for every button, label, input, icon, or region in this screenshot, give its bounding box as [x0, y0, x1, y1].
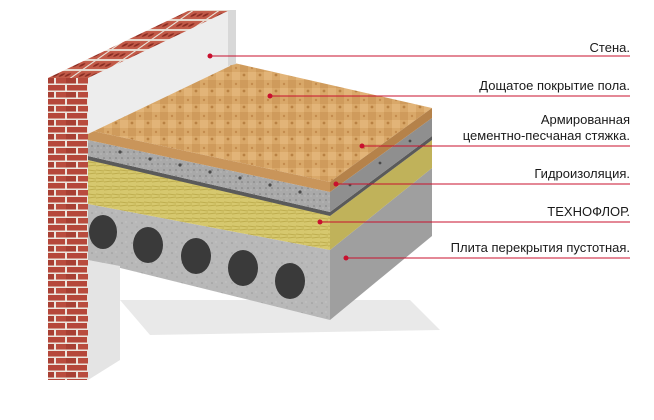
label-waterproofing: Гидроизоляция.: [534, 166, 630, 181]
label-screed-line1: Армированная: [540, 112, 630, 127]
brick-wall-top: [48, 10, 230, 78]
slab-shadow: [120, 300, 440, 335]
label-wall: Стена.: [589, 40, 630, 55]
label-screed-line2: цементно-песчаная стяжка.: [462, 128, 630, 143]
wall-plaster-edge: [228, 10, 236, 66]
slab-side-face: [330, 168, 432, 320]
label-technofloor: ТЕХНОФЛОР.: [547, 204, 630, 219]
wood-floor-side-edge: [330, 108, 432, 192]
label-floor-covering: Дощатое покрытие пола.: [479, 78, 630, 93]
screed-front-face: [88, 140, 330, 212]
leader-dot-wall: [207, 53, 213, 59]
leader-dot-waterproofing: [333, 181, 339, 187]
label-slab: Плита перекрытия пустотная.: [450, 240, 630, 255]
wall-plaster-face: [88, 10, 230, 134]
leader-lines: [207, 53, 630, 261]
leader-dot-floor: [267, 93, 273, 99]
reinforcement-mesh: [118, 139, 412, 194]
leader-dot-technofloor: [317, 219, 323, 225]
technofloor-front-face: [88, 160, 330, 250]
wall-plaster-lower: [88, 260, 120, 380]
brick-wall-front: [48, 78, 88, 380]
wood-floor-front-edge: [88, 130, 330, 192]
screed-side-face: [330, 118, 432, 212]
slab-hollow-cores: [89, 215, 305, 299]
leader-dot-screed: [359, 143, 365, 149]
leader-dot-slab: [343, 255, 349, 261]
